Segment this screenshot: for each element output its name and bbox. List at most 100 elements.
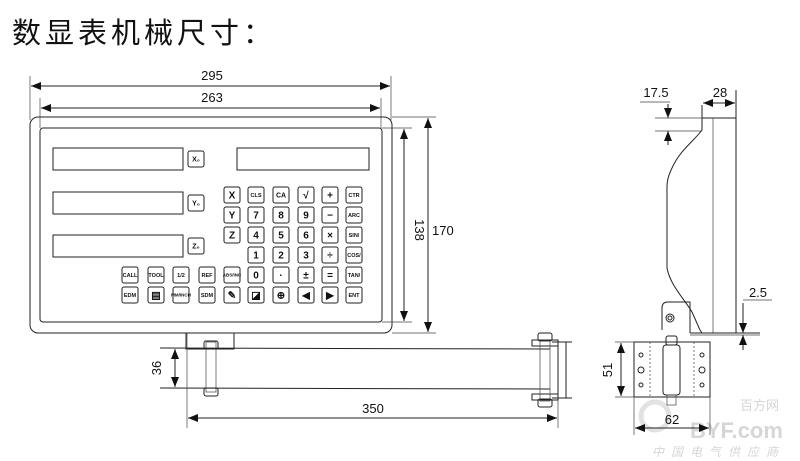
key-x[interactable]: X bbox=[223, 186, 241, 204]
dimension-label: 2.5 bbox=[749, 285, 767, 300]
key-call[interactable]: CALL bbox=[121, 266, 139, 284]
watermark-slogan: 中国电气供应商 bbox=[652, 445, 785, 459]
key-label: 8 bbox=[278, 211, 284, 222]
key-r5c8[interactable]: ▶ bbox=[321, 286, 339, 304]
key-label: + bbox=[327, 191, 333, 202]
dimension-label: 36 bbox=[149, 361, 164, 375]
key-sdm[interactable]: SDM bbox=[198, 286, 216, 304]
dimension-295: 295 bbox=[29, 68, 392, 120]
key-label: Y bbox=[229, 211, 236, 222]
key-label: 2 bbox=[278, 251, 284, 262]
key-12[interactable]: 1/2 bbox=[172, 266, 190, 284]
side-view bbox=[633, 90, 760, 406]
dimension-label: 62 bbox=[665, 412, 679, 427]
key-label: CTR bbox=[348, 193, 359, 199]
key-sin[interactable]: SIN/ bbox=[345, 226, 363, 244]
key-8[interactable]: 8 bbox=[272, 206, 290, 224]
key-r0c3[interactable]: √ bbox=[297, 186, 315, 204]
key-label: ÷ bbox=[327, 251, 333, 262]
key-label: COS/ bbox=[347, 253, 361, 259]
display-panel bbox=[29, 116, 393, 334]
key-r4c7[interactable]: ± bbox=[297, 266, 315, 284]
mounting-arm bbox=[159, 332, 572, 408]
key-edm[interactable]: EDM bbox=[121, 286, 139, 304]
dimension-36: 36 bbox=[149, 349, 179, 387]
key-label: ✎ bbox=[228, 291, 236, 302]
key-label: Y₀ bbox=[192, 201, 200, 208]
key-label: · bbox=[279, 271, 282, 282]
key-label: TOOL bbox=[148, 273, 164, 279]
key-4[interactable]: 4 bbox=[247, 226, 265, 244]
dimension-51: 51 bbox=[600, 341, 634, 398]
dimension-17-5: 17.5 bbox=[640, 85, 702, 145]
key-label: ▶ bbox=[325, 291, 335, 302]
key-r5c4[interactable]: ✎ bbox=[223, 286, 241, 304]
key-cls[interactable]: CLS bbox=[247, 186, 265, 204]
key-2[interactable]: 2 bbox=[272, 246, 290, 264]
dimension-28: 28 bbox=[703, 85, 735, 107]
dimension-label: 138 bbox=[412, 219, 427, 241]
key-label: CALL bbox=[123, 273, 138, 279]
key-1[interactable]: 1 bbox=[247, 246, 265, 264]
key-label: ARC bbox=[348, 213, 360, 219]
key-r4c6[interactable]: · bbox=[272, 266, 290, 284]
dimension-label: 17.5 bbox=[643, 85, 668, 100]
key-absinc[interactable]: ABS/INC bbox=[223, 266, 242, 284]
key-ent[interactable]: ENT bbox=[345, 286, 363, 304]
key-7[interactable]: 7 bbox=[247, 206, 265, 224]
axis-zero-button-z[interactable]: Z₀ bbox=[187, 237, 205, 255]
dimension-label: 170 bbox=[432, 223, 454, 238]
key-r2c4[interactable]: × bbox=[321, 226, 339, 244]
key-label: = bbox=[327, 271, 333, 282]
key-label: 4 bbox=[253, 231, 259, 242]
key-r3c3[interactable]: ÷ bbox=[321, 246, 339, 264]
dimension-62: 62 bbox=[633, 397, 711, 435]
key-z[interactable]: Z bbox=[223, 226, 241, 244]
key-label: 9 bbox=[303, 211, 309, 222]
key-y[interactable]: Y bbox=[223, 206, 241, 224]
key-3[interactable]: 3 bbox=[297, 246, 315, 264]
key-5[interactable]: 5 bbox=[272, 226, 290, 244]
key-r1c4[interactable]: − bbox=[321, 206, 339, 224]
key-r5c7[interactable]: ◀ bbox=[297, 286, 315, 304]
dimension-label: 263 bbox=[201, 90, 223, 105]
key-label: X bbox=[229, 191, 236, 202]
key-label: SIN/ bbox=[349, 233, 360, 239]
dimension-label: 51 bbox=[600, 363, 615, 377]
axis-zero-button-y[interactable]: Y₀ bbox=[187, 194, 205, 212]
key-label: 3 bbox=[303, 251, 309, 262]
key-cos[interactable]: COS/ bbox=[345, 246, 363, 264]
key-arc[interactable]: ARC bbox=[345, 206, 363, 224]
key-ref[interactable]: REF bbox=[198, 266, 216, 284]
key-label: Z bbox=[229, 231, 235, 242]
key-r5c1[interactable]: ▤ bbox=[147, 286, 165, 304]
key-label: REF bbox=[202, 273, 214, 279]
key-tool[interactable]: TOOL bbox=[147, 266, 165, 284]
key-tan[interactable]: TAN/ bbox=[345, 266, 363, 284]
y-display bbox=[52, 191, 184, 215]
key-mminch[interactable]: MM/INCH bbox=[171, 286, 191, 304]
key-r5c6[interactable]: ⊕ bbox=[272, 286, 290, 304]
key-r5c5[interactable]: ◪ bbox=[247, 286, 265, 304]
axis-zero-button-x[interactable]: X₀ bbox=[187, 150, 205, 168]
key-6[interactable]: 6 bbox=[297, 226, 315, 244]
key-label: ± bbox=[303, 271, 309, 282]
key-label: SDM bbox=[201, 293, 214, 299]
dimension-2-5: 2.5 bbox=[739, 285, 772, 350]
key-label: Z₀ bbox=[192, 244, 199, 251]
key-r4c8[interactable]: = bbox=[321, 266, 339, 284]
key-label: 1/2 bbox=[177, 273, 185, 279]
key-9[interactable]: 9 bbox=[297, 206, 315, 224]
key-ctr[interactable]: CTR bbox=[345, 186, 363, 204]
dimension-label: 350 bbox=[362, 401, 384, 416]
dimension-263: 263 bbox=[39, 90, 382, 128]
key-0[interactable]: 0 bbox=[247, 266, 265, 284]
key-label: − bbox=[327, 211, 333, 222]
key-label: CA bbox=[276, 193, 286, 200]
key-ca[interactable]: CA bbox=[272, 186, 290, 204]
key-label: ◪ bbox=[251, 291, 260, 302]
key-label: ABS/INC bbox=[223, 273, 242, 278]
key-r0c4[interactable]: + bbox=[321, 186, 339, 204]
key-label: MM/INCH bbox=[171, 293, 191, 298]
